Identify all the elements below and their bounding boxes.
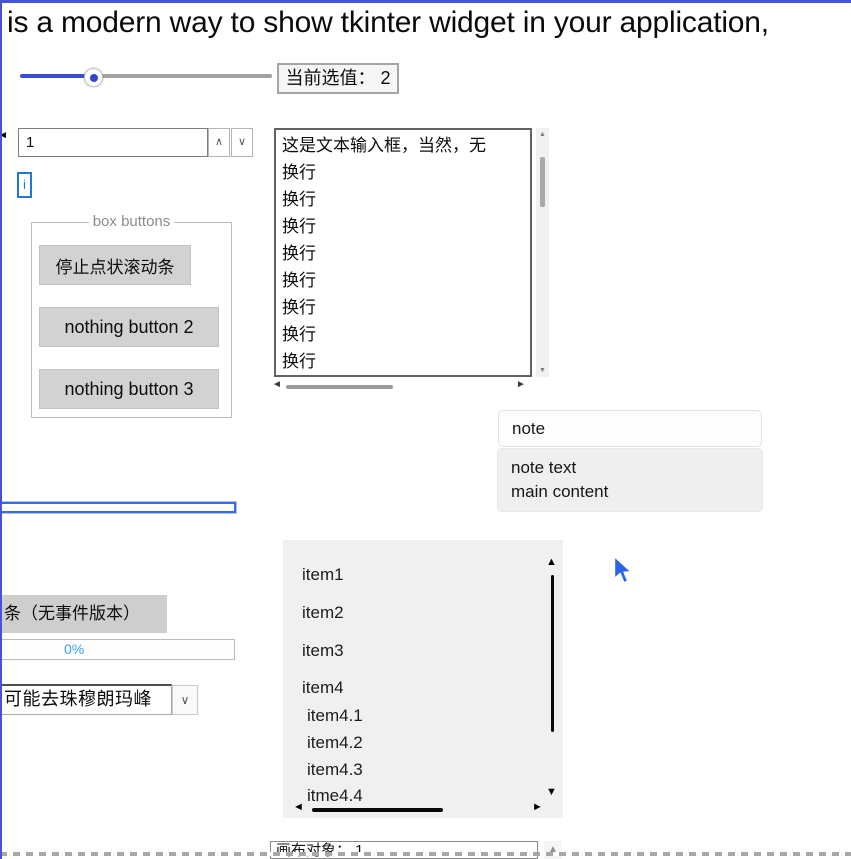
slider-thumb-dot (89, 73, 98, 82)
tree-hscroll-thumb[interactable] (312, 808, 443, 812)
tree-vscroll-thumb[interactable] (551, 575, 554, 732)
tree-item[interactable]: item2 (302, 603, 344, 622)
chevron-down-icon: ∨ (237, 136, 247, 148)
nothing-button-2[interactable]: nothing button 2 (39, 307, 219, 347)
text-line: 换行 (282, 244, 316, 263)
text-line: 换行 (282, 217, 316, 236)
tree-item[interactable]: item4.3 (307, 760, 363, 779)
scrollbar-up-icon: ▲ (548, 844, 558, 855)
chevron-up-icon: ∧ (214, 136, 224, 148)
combo-arrow-icon: ∨ (180, 693, 190, 707)
tree-scroll-right-icon[interactable]: ► (532, 801, 543, 813)
tree-item[interactable]: item4.2 (307, 733, 363, 752)
scale-value-label: 当前选值： 2 (277, 63, 399, 94)
progressbar: 0% (0, 639, 235, 660)
text-line: 换行 (282, 298, 316, 317)
scrollbar-up-icon[interactable]: ▲ (539, 131, 546, 138)
window-left-border (0, 0, 2, 859)
tree-scroll-up-icon[interactable]: ▲ (546, 556, 557, 568)
stop-dot-scrollbar-button[interactable]: 停止点状滚动条 (39, 245, 191, 285)
slider-track-filled[interactable] (20, 74, 93, 78)
text-line: 换行 (282, 163, 316, 182)
combobox-input[interactable]: 可能去珠穆朗玛峰 (0, 684, 172, 715)
tree-scroll-left-icon[interactable]: ◄ (293, 801, 304, 813)
tree-scroll-down-icon[interactable]: ▼ (546, 786, 557, 798)
progressbar-value: 0% (64, 641, 85, 657)
scrollbar-right-icon[interactable]: ► (516, 379, 526, 390)
tree-item[interactable]: item3 (302, 641, 344, 660)
stop-scrollbar-noevent-button[interactable]: 条（无事件版本） (0, 595, 167, 633)
page-title: is a modern way to show tkinter widget i… (7, 6, 769, 39)
text-vertical-scrollbar[interactable]: ▲ ▼ (536, 128, 549, 377)
tree-item[interactable]: itme4.4 (307, 786, 363, 805)
slider-thumb[interactable] (84, 68, 103, 87)
text-line: 换行 (282, 325, 316, 344)
mouse-cursor (613, 555, 633, 584)
spinbox-up-button[interactable]: ∧ (208, 128, 230, 157)
text-line: 这是文本输入框，当然，无 (282, 136, 486, 155)
canvas-object-label: 画布对象： 1 (270, 841, 538, 859)
tree-item[interactable]: item4 (302, 678, 344, 697)
note-content-line: note text (511, 458, 577, 477)
box-buttons-legend: box buttons (88, 213, 175, 230)
focused-progressbar[interactable] (0, 502, 236, 513)
scrollbar-left-icon[interactable]: ◄ (272, 379, 282, 390)
text-line: 换行 (282, 271, 316, 290)
tab-note[interactable]: note (498, 410, 762, 447)
spinbox-down-button[interactable]: ∨ (231, 128, 253, 157)
note-content-panel: note text main content (497, 448, 763, 512)
spinbox-input[interactable]: 1 (18, 128, 208, 157)
text-line: 换行 (282, 190, 316, 209)
nothing-button-3[interactable]: nothing button 3 (39, 369, 219, 409)
canvas-scroll-up-button[interactable]: ▲ (544, 841, 562, 859)
text-area[interactable]: 这是文本输入框，当然，无 换行 换行 换行 换行 换行 换行 换行 换行 (274, 128, 532, 377)
scrollbar-down-icon[interactable]: ▼ (539, 367, 546, 374)
note-content-line: main content (511, 482, 609, 501)
window-top-border (0, 0, 851, 3)
slider-track[interactable] (99, 74, 272, 78)
dashed-bottom-border (0, 852, 851, 856)
tree-item[interactable]: item4.1 (307, 706, 363, 725)
text-vscroll-thumb[interactable] (540, 157, 545, 207)
info-badge[interactable]: i (17, 172, 32, 198)
cut-left-arrow-icon: ◄ (0, 130, 8, 141)
tree-item[interactable]: item1 (302, 565, 344, 584)
text-line: 换行 (282, 352, 316, 371)
combobox-dropdown-button[interactable]: ∨ (172, 685, 198, 715)
tree-panel (283, 540, 563, 818)
text-hscroll-thumb[interactable] (286, 385, 393, 389)
box-buttons-frame: box buttons 停止点状滚动条 nothing button 2 not… (31, 213, 232, 418)
